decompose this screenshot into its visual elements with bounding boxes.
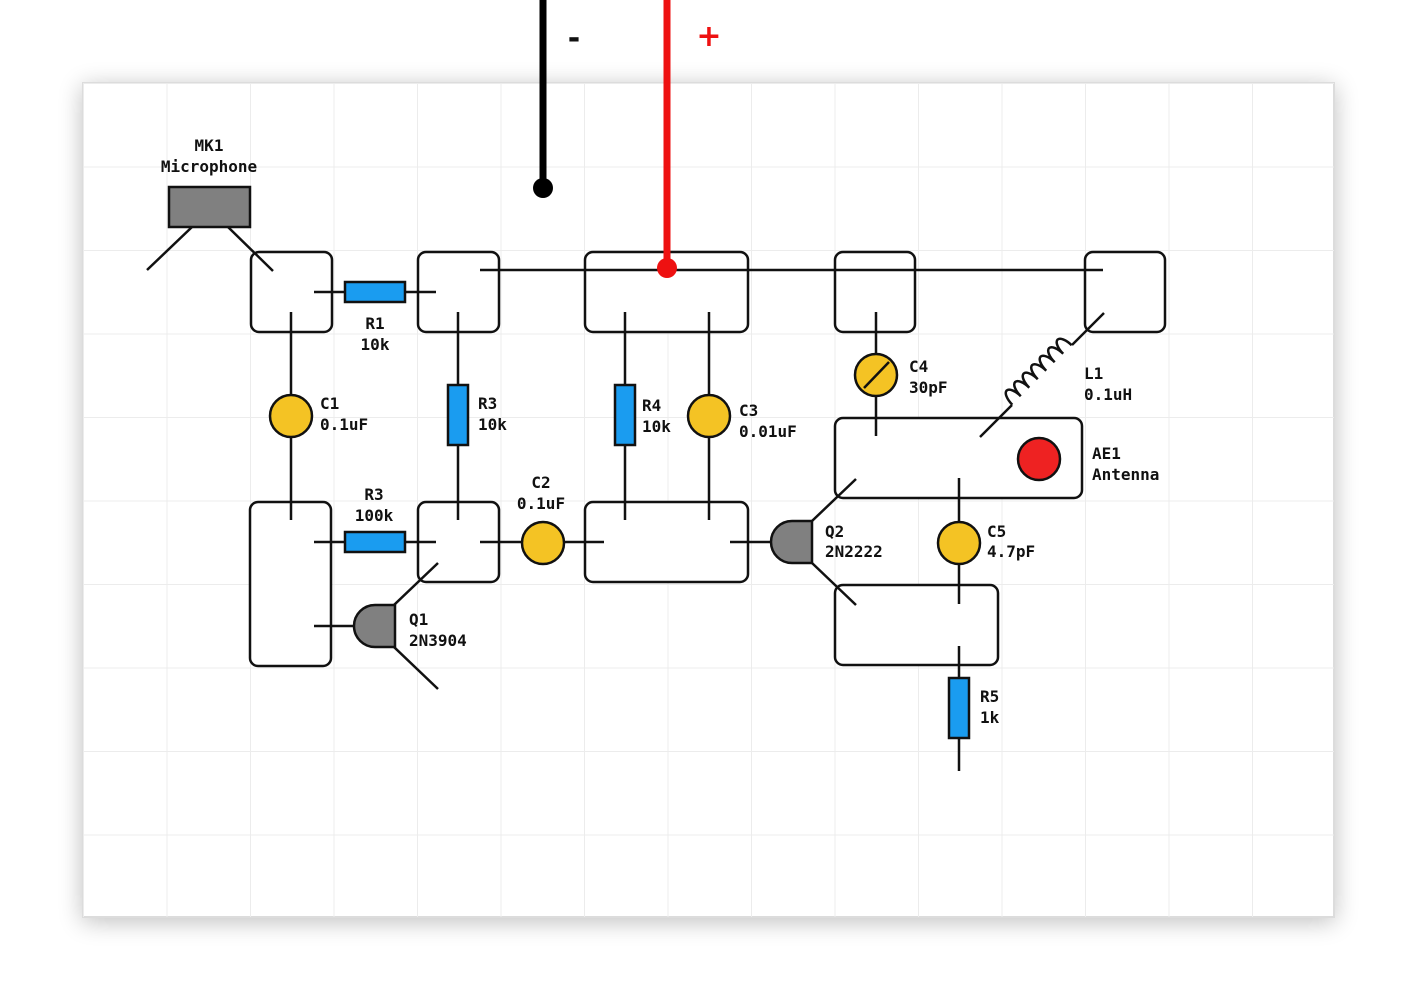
- terminal-block: [248, 500, 333, 668]
- c2-capacitor-icon[interactable]: [520, 520, 566, 566]
- ae1-ref-label: AE1: [1092, 444, 1121, 463]
- microphone-icon: [167, 185, 252, 229]
- r5-ref-label: R5: [980, 687, 999, 706]
- negative-label: -: [568, 21, 580, 56]
- mk1-microphone[interactable]: [167, 185, 252, 229]
- r4-resistor-icon[interactable]: [613, 383, 637, 447]
- r3-upper-resistor-icon[interactable]: [446, 383, 470, 447]
- q1-transistor-icon[interactable]: [352, 603, 397, 649]
- mk1-lead-right: [227, 226, 274, 272]
- ae1-value-label: Antenna: [1092, 465, 1159, 484]
- c4-trimmer-mark: [863, 361, 890, 389]
- positive-label: +: [696, 19, 721, 54]
- r3-lower-ref-label: R3: [364, 485, 383, 504]
- c5-ref-label: C5: [987, 522, 1006, 541]
- r3-lower-resistor-icon[interactable]: [343, 530, 407, 554]
- l1-ref-label: L1: [1084, 364, 1103, 383]
- q2-ref-label: Q2: [825, 522, 844, 541]
- r5-value-label: 1k: [980, 708, 1000, 727]
- l1-lead-top: [1071, 312, 1105, 346]
- r3-upper-ref-label: R3: [478, 394, 497, 413]
- mk1-value-label: Microphone: [161, 157, 257, 176]
- power-wires: - +: [533, 0, 722, 278]
- c1-capacitor-icon[interactable]: [268, 393, 314, 439]
- r1-ref-label: R1: [365, 314, 384, 333]
- l1-inductor-icon[interactable]: [1002, 335, 1073, 406]
- c1-ref-label: C1: [320, 394, 339, 413]
- antenna-icon[interactable]: [1016, 436, 1062, 482]
- q2-value-label: 2N2222: [825, 542, 883, 561]
- q1-ref-label: Q1: [409, 610, 428, 629]
- mk1-ref-label: MK1: [195, 136, 224, 155]
- terminal-block: [583, 500, 750, 584]
- c4-value-label: 30pF: [909, 378, 948, 397]
- r4-value-label: 10k: [642, 417, 671, 436]
- breadboard: [82, 82, 1335, 918]
- q1-value-label: 2N3904: [409, 631, 467, 650]
- terminal-block: [1083, 250, 1167, 334]
- c3-capacitor-icon[interactable]: [686, 393, 732, 439]
- c5-capacitor-icon[interactable]: [936, 520, 982, 566]
- r1-resistor-icon[interactable]: [343, 280, 407, 304]
- r1-value-label: 10k: [361, 335, 390, 354]
- q2-transistor-icon[interactable]: [769, 519, 814, 565]
- r3-upper-value-label: 10k: [478, 415, 507, 434]
- positive-wire-end[interactable]: [657, 258, 677, 278]
- c2-ref-label: C2: [531, 473, 550, 492]
- mk1-lead-left: [146, 226, 193, 271]
- c4-ref-label: C4: [909, 357, 928, 376]
- r5-resistor-icon[interactable]: [947, 676, 971, 740]
- c1-value-label: 0.1uF: [320, 415, 368, 434]
- terminal-block: [833, 583, 1000, 667]
- r3-lower-value-label: 100k: [355, 506, 394, 525]
- l1-lead-bottom: [979, 404, 1013, 438]
- r4-ref-label: R4: [642, 396, 661, 415]
- l1-value-label: 0.1uH: [1084, 385, 1132, 404]
- c2-value-label: 0.1uF: [517, 494, 565, 513]
- c3-ref-label: C3: [739, 401, 758, 420]
- c5-value-label: 4.7pF: [987, 542, 1035, 561]
- c3-value-label: 0.01uF: [739, 422, 797, 441]
- negative-wire-end[interactable]: [533, 178, 553, 198]
- terminal-blocks: [248, 250, 1167, 668]
